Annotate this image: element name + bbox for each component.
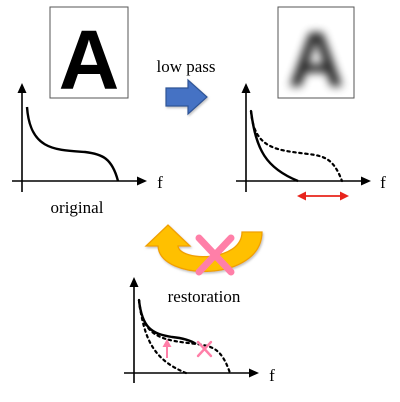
blurred-glyph: A	[288, 15, 344, 103]
original-label: original	[51, 198, 104, 217]
freq-axis-label: f	[380, 173, 386, 192]
curved-back-arrow-icon	[144, 224, 263, 272]
up-arrow-icon	[162, 339, 172, 358]
right-block-arrow-icon	[165, 78, 208, 116]
low-pass-label: low pass	[156, 57, 215, 76]
restoration-label: restoration	[168, 287, 241, 306]
blurred-image-panel: A	[277, 6, 355, 103]
original-image-frame	[49, 6, 129, 99]
original-spectrum-dotted-curve	[249, 109, 344, 183]
original-glyph: A	[59, 13, 120, 107]
original-image-panel: A	[49, 6, 129, 107]
restored-spectrum-curve	[137, 299, 197, 346]
y-axis-arrowhead	[17, 83, 27, 93]
original-spectrum-dotted-curve	[137, 298, 232, 375]
lowpass-spectrum-graph: f	[236, 83, 386, 201]
freq-axis-label: f	[269, 366, 275, 385]
blurred-image-frame	[277, 6, 355, 99]
lowpass-spectrum-curve	[249, 110, 299, 183]
original-spectrum-graph: f original	[12, 83, 163, 217]
restoration-arrow-group: restoration	[144, 224, 263, 306]
cross-mark-icon	[195, 234, 235, 276]
cross-mark-icon	[196, 340, 213, 358]
y-axis-arrowhead	[241, 83, 251, 93]
x-axis-arrowhead	[137, 176, 147, 186]
double-headed-arrow-icon	[297, 191, 349, 201]
lowpass-spectrum-dotted-curve	[137, 298, 188, 375]
y-axis-arrowhead	[129, 277, 139, 287]
x-axis-arrowhead	[249, 368, 259, 378]
x-axis-arrowhead	[361, 176, 371, 186]
freq-axis-label: f	[157, 173, 163, 192]
restoration-spectrum-graph: f	[124, 277, 275, 385]
original-spectrum-curve	[25, 106, 120, 182]
